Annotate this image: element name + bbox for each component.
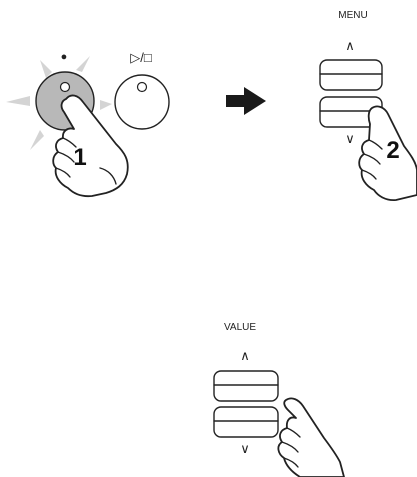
value-label: VALUE [224,322,256,333]
menu-down-button[interactable] [319,96,383,128]
hand-icon-step3 [277,397,345,477]
step1-group: ● ▷/□ 1 [6,50,170,198]
value-down-symbol: ∨ [240,441,250,456]
right-arrow-icon [226,87,266,115]
value-down-button[interactable] [213,406,279,438]
menu-down-symbol: ∨ [345,131,355,146]
step2-group: MENU ∧ ∨ 2 [319,10,417,202]
hand-icon-step2 [358,105,417,202]
hand-icon-step1 [52,94,129,198]
value-up-button[interactable] [213,370,279,402]
menu-up-symbol: ∧ [345,38,355,53]
press-glow-rays [6,56,112,150]
step2-number: 2 [386,137,399,164]
step3-group: VALUE ∧ ∨ [213,322,345,477]
play-stop-button[interactable] [114,74,170,130]
play-stop-symbol: ▷/□ [130,50,152,65]
step1-number: 1 [73,144,86,171]
menu-label: MENU [338,10,367,21]
menu-up-button[interactable] [319,59,383,91]
play-stop-button-led [136,81,148,93]
value-up-symbol: ∧ [240,348,250,363]
record-symbol: ● [61,51,68,63]
record-button-led [59,81,71,93]
